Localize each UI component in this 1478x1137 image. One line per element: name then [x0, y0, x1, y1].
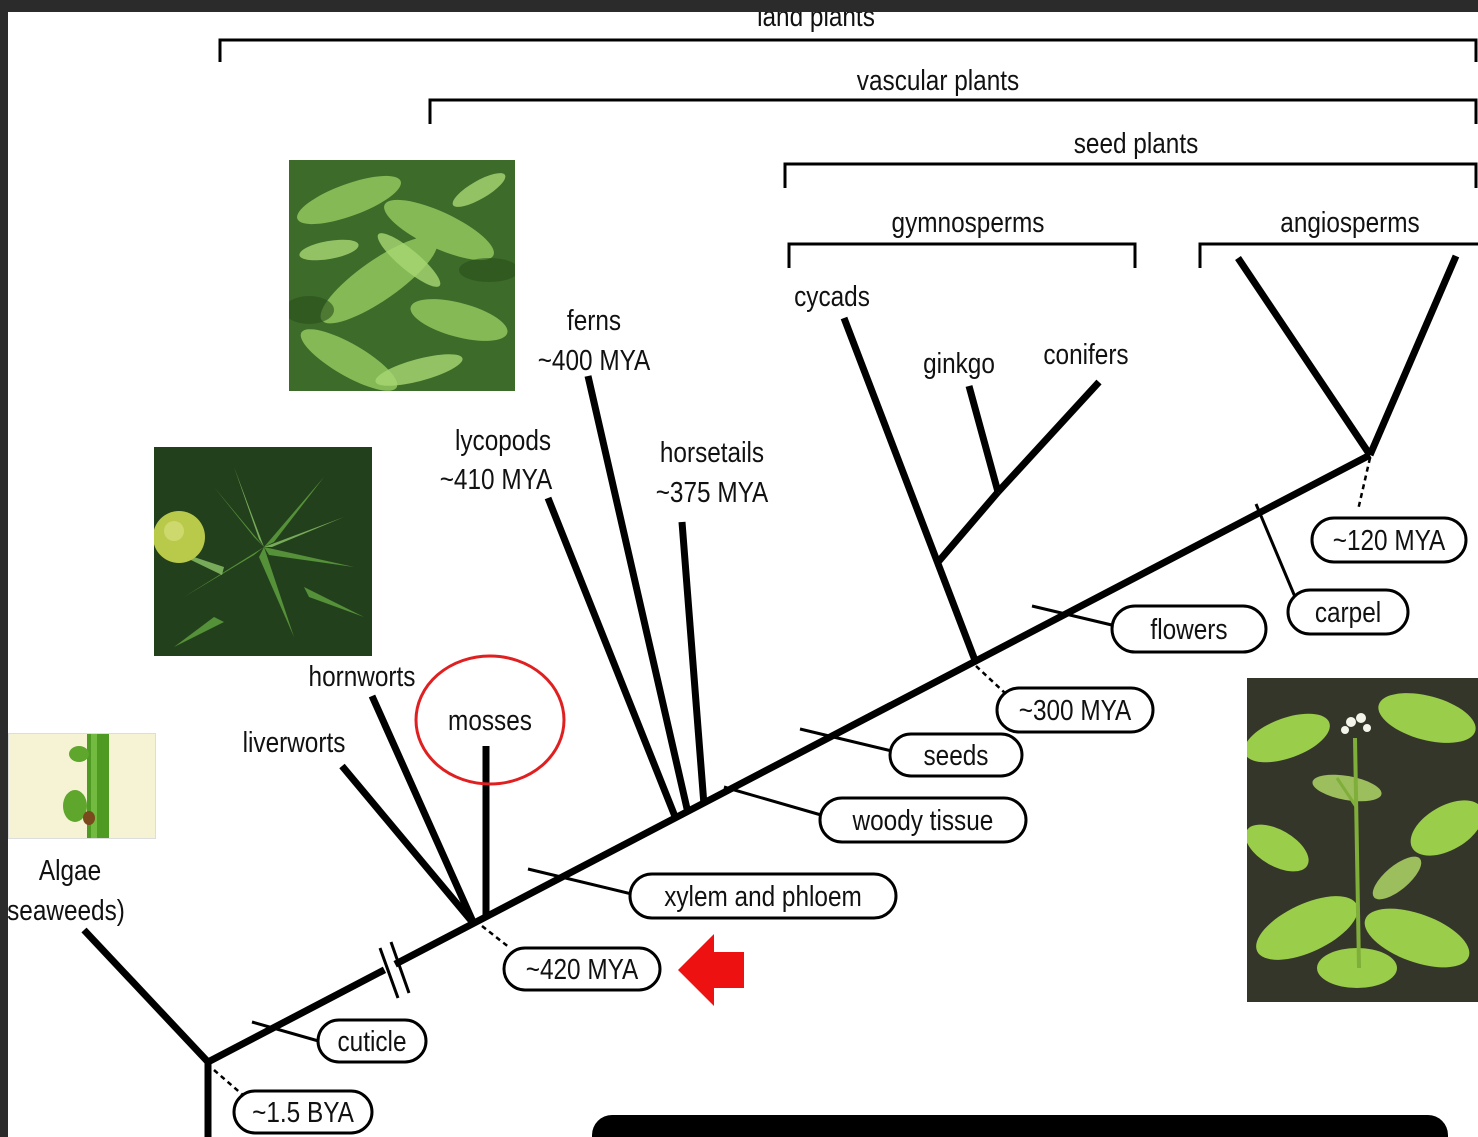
bottom-caption-bar	[592, 1115, 1448, 1137]
vascular-plants-label: vascular plants	[857, 64, 1019, 96]
moss-sporophyte-photo	[154, 447, 372, 656]
ferns-label-line2: ~400 MYA	[538, 344, 651, 376]
conifers-label: conifers	[1043, 338, 1128, 370]
carpel-label: carpel	[1315, 596, 1381, 628]
bya-1-5-label: ~1.5 BYA	[252, 1096, 354, 1128]
gymnosperms-label: gymnosperms	[892, 206, 1045, 238]
lycopods-label-line2: ~410 MYA	[440, 463, 553, 495]
mya-120-pointer	[1358, 458, 1370, 510]
horsetails-label-line2: ~375 MYA	[656, 476, 769, 508]
cuticle-label: cuticle	[337, 1025, 406, 1057]
bracket-seed-plants	[785, 164, 1476, 188]
ginkgo-branch	[969, 386, 998, 492]
conifers-branch	[998, 382, 1099, 492]
algae-branch	[84, 930, 208, 1062]
phylogeny-diagram: land plants vascular plants seed plants …	[8, 12, 1478, 1137]
hornworts-label: hornworts	[309, 660, 416, 692]
bracket-land-plants	[220, 40, 1476, 62]
angiosperms-label: angiosperms	[1280, 206, 1419, 238]
red-arrow-icon	[678, 934, 744, 1006]
algae-label-line2: seaweeds)	[8, 894, 125, 926]
flowers-label: flowers	[1150, 613, 1227, 645]
main-backbone	[208, 455, 1370, 1062]
horsetails-branch	[682, 522, 704, 805]
mya-120-label: ~120 MYA	[1333, 524, 1446, 556]
mosses-label: mosses	[448, 704, 532, 736]
woody-pointer	[724, 787, 828, 817]
lycopods-label-line1: lycopods	[455, 424, 551, 456]
angiosperm-right-branch	[1370, 256, 1456, 455]
seeds-label: seeds	[924, 739, 989, 771]
mya-300-pointer	[976, 666, 1006, 694]
date-pointers	[214, 458, 1370, 1096]
bracket-gymnosperms	[789, 244, 1135, 268]
fern-frond-photo	[289, 160, 515, 391]
mya-300-label: ~300 MYA	[1019, 694, 1132, 726]
woody-tissue-label: woody tissue	[852, 804, 994, 836]
algae-label-line1: Algae	[39, 854, 101, 886]
lycopods-branch	[548, 498, 676, 819]
cycads-label: cycads	[794, 280, 870, 312]
liverworts-branch	[342, 766, 474, 924]
mya-420-label: ~420 MYA	[526, 953, 639, 985]
bya-1-5-pointer	[214, 1070, 244, 1096]
angiosperm-left-branch	[1238, 258, 1370, 455]
xylem-phloem-label: xylem and phloem	[664, 880, 862, 912]
xylem-pointer	[528, 869, 636, 895]
bracket-vascular-plants	[430, 100, 1476, 124]
seed-plants-label: seed plants	[1074, 127, 1199, 159]
liverworts-label: liverworts	[243, 726, 346, 758]
horsetails-label-line1: horsetails	[660, 436, 764, 468]
algae-photo	[8, 733, 156, 839]
mya-420-pointer	[482, 926, 510, 948]
arabidopsis-photo	[1247, 678, 1478, 1002]
ginkgo-conifer-stem	[939, 492, 998, 561]
ferns-label-line1: ferns	[567, 304, 621, 336]
land-plants-label: land plants	[757, 12, 875, 32]
carpel-pointer	[1256, 504, 1298, 604]
ginkgo-label: ginkgo	[923, 347, 995, 379]
